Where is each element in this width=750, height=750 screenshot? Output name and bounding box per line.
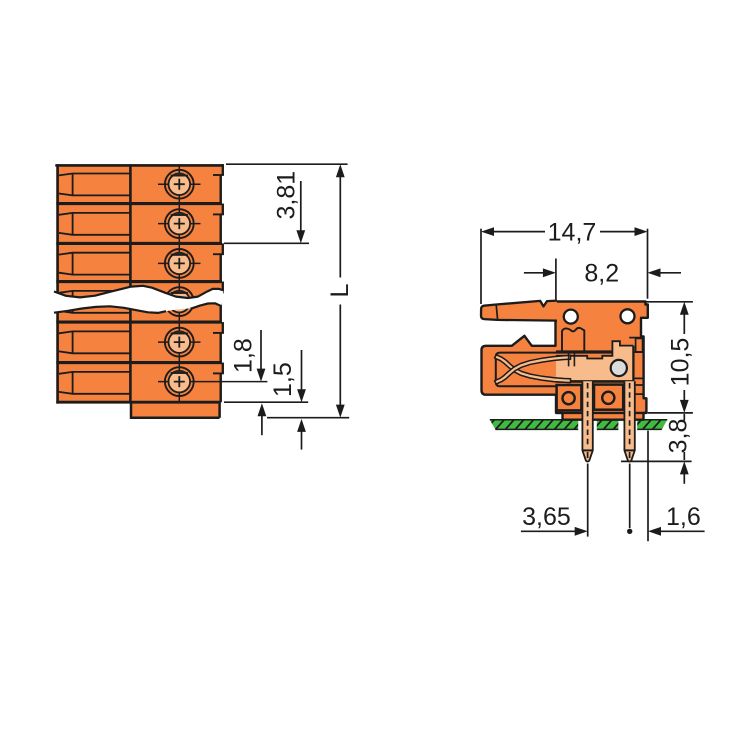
svg-text:3,8: 3,8 [665,419,693,454]
svg-text:3,81: 3,81 [273,171,301,220]
svg-text:L: L [326,284,354,298]
svg-text:3,65: 3,65 [522,503,571,531]
svg-text:1,6: 1,6 [666,503,701,531]
svg-text:14,7: 14,7 [548,219,597,247]
svg-text:10,5: 10,5 [667,338,695,387]
svg-text:8,2: 8,2 [584,259,619,287]
svg-text:1,5: 1,5 [269,362,297,397]
svg-text:1,8: 1,8 [230,338,258,373]
